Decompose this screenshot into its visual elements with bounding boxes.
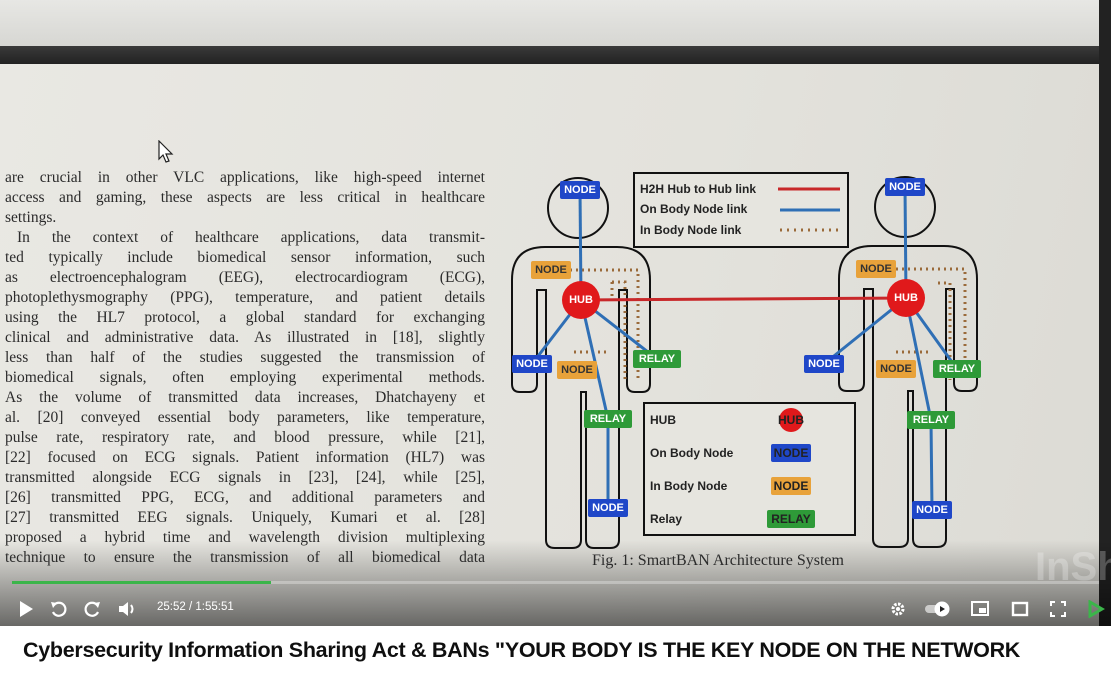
text-line: clinical and administrative data. As ill… <box>5 329 485 346</box>
svg-text:NODE: NODE <box>516 358 548 370</box>
hub-left: HUB <box>562 281 600 319</box>
on-body-node: NODE <box>885 178 925 196</box>
relay: RELAY <box>907 411 955 429</box>
volume-icon <box>119 602 134 616</box>
text-line: settings. <box>5 209 57 226</box>
svg-text:RELAY: RELAY <box>590 413 627 425</box>
figure-caption: Fig. 1: SmartBAN Architecture System <box>592 552 844 569</box>
svg-text:NODE: NODE <box>592 502 624 514</box>
text-line: using the HL7 protocol, a global standar… <box>5 309 485 326</box>
fullscreen-icon <box>1050 601 1066 617</box>
on-body-node: NODE <box>804 355 844 373</box>
extension-button[interactable] <box>1085 598 1107 620</box>
svg-text:NODE: NODE <box>880 363 912 375</box>
settings-button[interactable] <box>887 598 909 620</box>
in-body-node: NODE <box>856 260 896 278</box>
legend-on-body-link: On Body Node link <box>640 202 748 216</box>
text-line: [27] transmitted EEG signals. Uniquely, … <box>5 509 485 526</box>
play-button[interactable] <box>15 598 37 620</box>
text-line: are crucial in other VLC applications, l… <box>5 169 485 186</box>
text-line: less than half of the studies suggested … <box>5 349 485 366</box>
in-body-node: NODE <box>557 361 597 379</box>
autoplay-toggle-icon <box>925 601 950 617</box>
text-line: [26] transmitted PPG, ECG, and additiona… <box>5 489 485 506</box>
time-display: 25:52 / 1:55:51 <box>157 601 234 613</box>
in-body-node: NODE <box>876 360 916 378</box>
relay: RELAY <box>633 350 681 368</box>
text-line: as electroencephalogram (EEG), electroca… <box>5 269 485 286</box>
svg-text:HUB: HUB <box>569 294 593 306</box>
text-line: transmitted alongside ECG signals in [23… <box>5 469 485 486</box>
h2h-link <box>580 296 907 302</box>
svg-text:RELAY: RELAY <box>939 363 976 375</box>
svg-text:NODE: NODE <box>860 263 892 275</box>
progress-bar[interactable] <box>12 581 1099 584</box>
relay: RELAY <box>584 410 632 428</box>
link-legend: H2H Hub to Hub link On Body Node link In… <box>633 172 849 248</box>
svg-text:NODE: NODE <box>774 446 809 460</box>
node-legend: HUB HUB On Body Node NODE In Body Node N… <box>643 402 856 536</box>
forward-button[interactable] <box>82 598 104 620</box>
text-line: ted typically include biomedical sensor … <box>5 249 485 266</box>
svg-text:NODE: NODE <box>916 504 948 516</box>
svg-text:HUB: HUB <box>650 413 676 427</box>
text-line: photoplethysmography (PPG), temperature,… <box>5 289 485 306</box>
rewind-icon <box>51 601 67 617</box>
svg-text:HUB: HUB <box>778 413 804 427</box>
autoplay-toggle[interactable] <box>922 598 954 620</box>
svg-text:Relay: Relay <box>650 512 682 526</box>
play-icon <box>20 601 33 617</box>
text-line: pulse rate, respiratory rate, and blood … <box>5 429 485 446</box>
video-title: Cybersecurity Information Sharing Act & … <box>23 638 1021 662</box>
rewind-button[interactable] <box>47 598 69 620</box>
svg-text:NODE: NODE <box>564 184 596 196</box>
on-body-node: NODE <box>912 501 952 519</box>
svg-text:RELAY: RELAY <box>913 414 950 426</box>
video-player[interactable]: are crucial in other VLC applications, l… <box>0 0 1111 626</box>
volume-button[interactable] <box>117 598 139 620</box>
progress-fill <box>12 581 271 584</box>
svg-text:NODE: NODE <box>774 479 809 493</box>
legend-in-body-link: In Body Node link <box>640 223 742 237</box>
legend-h2h: H2H Hub to Hub link <box>640 182 756 196</box>
hub-right: HUB <box>887 279 925 317</box>
on-body-node: NODE <box>588 499 628 517</box>
svg-text:On Body Node: On Body Node <box>650 446 734 460</box>
on-body-node: NODE <box>560 181 600 199</box>
text-line: [22] focused on ECG signals. Patient inf… <box>5 449 485 466</box>
smartban-diagram: HUB HUB NODE NODE NODE NODE RELAY RELAY … <box>511 172 981 549</box>
monitor-bezel <box>0 0 1100 48</box>
theater-mode-button[interactable] <box>1009 598 1031 620</box>
mouse-cursor-icon <box>158 140 174 163</box>
relay: RELAY <box>933 360 981 378</box>
miniplayer-icon <box>971 601 989 616</box>
svg-text:NODE: NODE <box>808 358 840 370</box>
svg-text:NODE: NODE <box>535 264 567 276</box>
forward-icon <box>84 601 100 617</box>
svg-text:RELAY: RELAY <box>639 353 676 365</box>
text-line: access and gaming, these aspects are les… <box>5 189 485 206</box>
monitor-edge <box>0 46 1111 66</box>
extension-play-icon <box>1088 600 1105 618</box>
monitor-side <box>1099 0 1111 626</box>
fullscreen-button[interactable] <box>1047 598 1069 620</box>
theater-icon <box>1011 601 1029 617</box>
text-line: In the context of healthcare application… <box>17 229 485 246</box>
svg-text:NODE: NODE <box>889 181 921 193</box>
miniplayer-button[interactable] <box>969 598 991 620</box>
svg-text:HUB: HUB <box>894 292 918 304</box>
svg-text:RELAY: RELAY <box>771 512 811 526</box>
in-body-node: NODE <box>531 261 571 279</box>
gear-icon <box>891 602 905 616</box>
text-line: As the volume of transmitted data increa… <box>5 389 485 406</box>
svg-text:In Body Node: In Body Node <box>650 479 728 493</box>
text-line: al. [20] conveyed essential body paramet… <box>5 409 485 426</box>
svg-text:NODE: NODE <box>561 364 593 376</box>
text-line: biomedical signals, often employing expe… <box>5 369 485 386</box>
on-body-node: NODE <box>512 355 552 373</box>
